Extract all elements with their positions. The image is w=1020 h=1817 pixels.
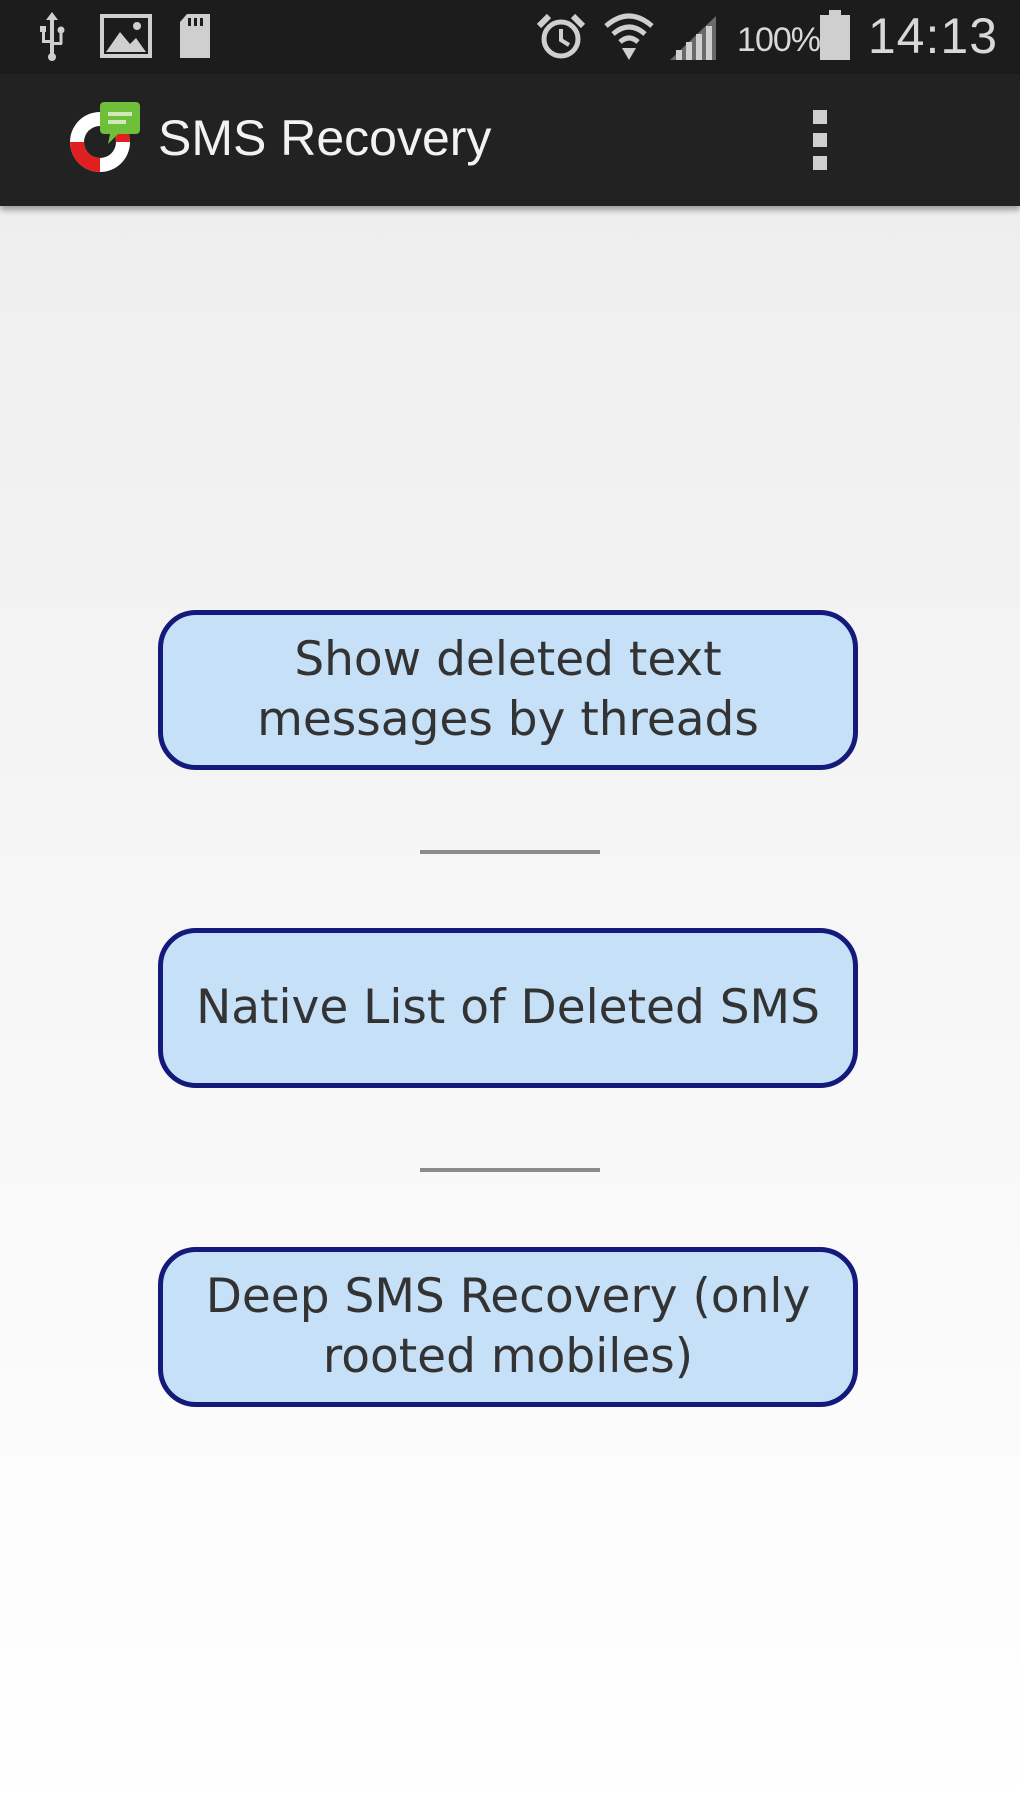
- divider: [420, 850, 600, 854]
- overflow-menu-icon[interactable]: [800, 104, 840, 176]
- usb-icon: [40, 12, 65, 61]
- battery-percent: 100%: [737, 21, 821, 59]
- show-deleted-by-threads-button[interactable]: Show deleted text messages by threads: [158, 610, 858, 770]
- deep-sms-recovery-button[interactable]: Deep SMS Recovery (only rooted mobiles): [158, 1247, 858, 1407]
- sd-card-icon: [180, 14, 210, 58]
- signal-icon: [670, 16, 716, 60]
- lifebuoy-sms-icon: [70, 102, 140, 172]
- alarm-icon: [536, 13, 586, 59]
- status-time: 14:13: [867, 8, 998, 64]
- app-title: SMS Recovery: [158, 110, 492, 166]
- action-bar: SMS Recovery: [0, 74, 1020, 206]
- image-icon: [100, 14, 152, 58]
- battery-icon: [820, 10, 850, 60]
- wifi-icon: [604, 13, 654, 60]
- native-list-deleted-sms-button[interactable]: Native List of Deleted SMS: [158, 928, 858, 1088]
- divider: [420, 1168, 600, 1172]
- status-bar: 100% 14:13: [0, 0, 1020, 74]
